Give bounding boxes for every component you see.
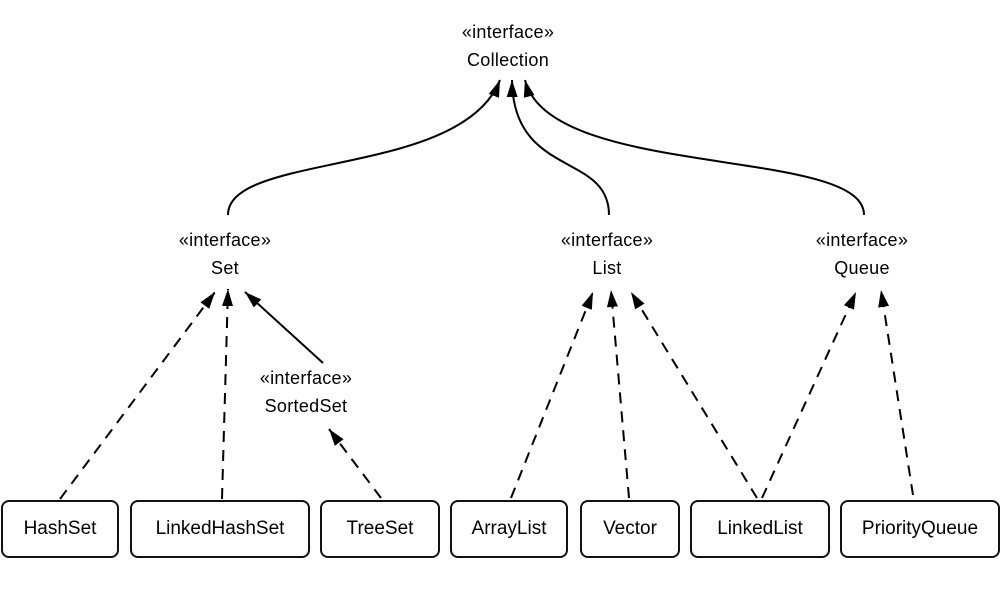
interface-node-set: «interface» Set [125,226,325,282]
edge-priorityqueue-to-queue [878,289,914,496]
edge-hashset-to-set [59,291,216,500]
class-name: ArrayList [471,518,547,539]
edge-queue-to-collection [523,79,865,216]
interface-name: Queue [834,258,890,278]
edge-arraylist-to-list [510,291,594,499]
interface-node-queue: «interface» Queue [762,226,962,282]
class-box-arraylist: ArrayList [450,500,568,558]
interface-name: SortedSet [264,396,348,416]
class-box-linkedlist: LinkedList [690,500,830,558]
class-box-linkedhashset: LinkedHashSet [130,500,310,558]
class-name: LinkedList [717,518,803,539]
interface-node-collection: «interface» Collection [408,18,608,74]
interface-node-sortedset: «interface» SortedSet [206,364,406,420]
stereotype-label: «interface» [259,368,353,388]
stereotype-label: «interface» [815,230,909,250]
class-box-vector: Vector [580,500,680,558]
class-name: HashSet [23,518,97,539]
class-box-priorityqueue: PriorityQueue [840,500,1000,558]
edge-list-to-collection [506,79,610,216]
class-name: Vector [603,518,657,539]
interface-node-list: «interface» List [507,226,707,282]
class-box-treeset: TreeSet [320,500,440,558]
class-name: PriorityQueue [861,518,979,539]
edge-treeset-to-sortedset [328,428,382,499]
interface-name: Set [211,258,239,278]
stereotype-label: «interface» [560,230,654,250]
interface-name: Collection [466,50,550,70]
edge-linkedlist-to-list [630,291,758,499]
class-name: LinkedHashSet [155,518,285,539]
edge-set-to-collection [227,79,501,216]
class-box-hashset: HashSet [1,500,119,558]
stereotype-label: «interface» [178,230,272,250]
class-name: TreeSet [346,518,414,539]
edge-vector-to-list [606,289,630,499]
edge-linkedhashset-to-set [221,288,234,500]
stereotype-label: «interface» [461,22,555,42]
edge-sortedset-to-set [244,291,324,364]
edge-linkedlist-to-queue [761,291,857,499]
interface-name: List [592,258,622,278]
